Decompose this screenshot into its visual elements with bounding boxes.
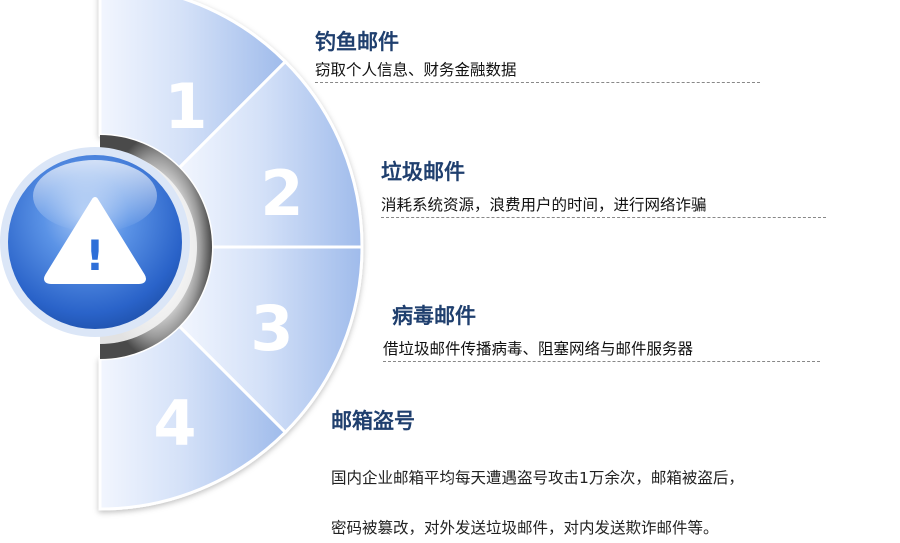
segment-number-1: 1 [164, 70, 207, 143]
item-2-desc: 消耗系统资源，浪费用户的时间，进行网络诈骗 [381, 193, 826, 218]
item-4-title: 邮箱盗号 [331, 409, 415, 433]
item-3-desc: 借垃圾邮件传播病毒、阻塞网络与邮件服务器 [383, 337, 820, 362]
item-3-title: 病毒邮件 [392, 304, 476, 328]
warning-symbol: ! [85, 231, 104, 280]
item-4-desc-line-1: 国内企业邮箱平均每天遭遇盗号攻击1万余次，邮箱被盗后， [331, 469, 744, 487]
warning-triangle-icon: ! [44, 197, 146, 284]
item-4-desc-line-2: 密码被篡改，对外发送垃圾邮件，对内发送欺诈邮件等。 [331, 519, 719, 537]
item-1-title: 钓鱼邮件 [315, 30, 399, 54]
item-2-title: 垃圾邮件 [381, 160, 465, 184]
segment-number-4: 4 [153, 387, 196, 460]
segment-number-2: 2 [260, 157, 303, 230]
segment-number-3: 3 [250, 292, 293, 365]
item-1-desc: 窃取个人信息、财务金融数据 [315, 58, 760, 83]
segment-ring [98, 0, 364, 511]
center-badge: ! [0, 147, 190, 337]
